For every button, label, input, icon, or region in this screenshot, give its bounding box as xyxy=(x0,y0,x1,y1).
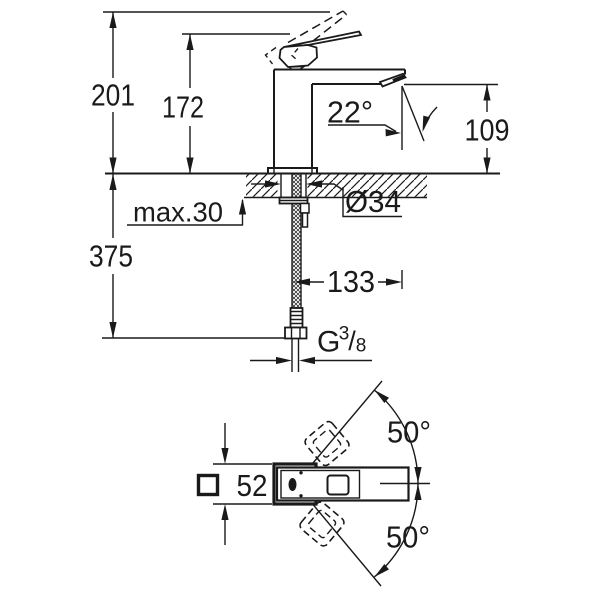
lever-raised-dashed xyxy=(264,10,347,65)
label-counter-thickness: max.30 xyxy=(133,197,223,228)
label-aerator-angle: 22° xyxy=(327,95,373,130)
label-thread-slash: / xyxy=(348,326,356,356)
label-spout-tip-height: 172 xyxy=(162,90,204,125)
fixing-stud xyxy=(301,212,309,228)
dim-below-counter-length: 375 xyxy=(89,174,286,339)
cartridge-slot xyxy=(288,478,297,491)
label-thread-denominator: 8 xyxy=(356,336,367,357)
fixing-stud-nut xyxy=(299,202,310,214)
countertop-hatch-left xyxy=(246,174,278,197)
dim-swivel-angles: 50° 50° xyxy=(312,380,431,587)
shank-and-hose xyxy=(278,173,310,372)
aerator xyxy=(378,72,407,88)
dim-spout-offset: 133 xyxy=(294,264,403,299)
countertop-section xyxy=(105,172,500,199)
dim-overall-height: 201 xyxy=(91,11,330,174)
faucet-body xyxy=(267,68,407,175)
label-thread-numerator: 3 xyxy=(339,324,350,345)
pivot-dot-top xyxy=(299,471,303,475)
side-view: 201 172 22° 109 xyxy=(89,10,510,372)
label-swivel-down: 50° xyxy=(386,520,430,555)
dim-shank-diameter: Ø34 xyxy=(251,180,402,219)
countertop-hatch-right xyxy=(307,174,427,197)
label-swivel-up: 50° xyxy=(387,415,431,450)
flexible-hose-braid xyxy=(292,174,301,308)
handle-cap-square xyxy=(326,474,350,496)
label-overall-height: 201 xyxy=(91,78,135,113)
dim-spout-height: 109 xyxy=(404,83,510,174)
thread-nipple xyxy=(291,338,300,372)
handle-rotated-up-dashed xyxy=(304,420,350,467)
label-spout-height: 109 xyxy=(465,113,510,148)
square-symbol xyxy=(196,473,220,497)
label-shank-diameter: Ø34 xyxy=(345,184,401,219)
top-view: 52 50° 50° xyxy=(196,380,431,587)
hose-hex-nut xyxy=(284,326,308,340)
handle-rotated-down-dashed xyxy=(299,501,345,547)
label-spout-offset: 133 xyxy=(327,264,375,299)
dim-counter-thickness: max.30 xyxy=(127,197,247,228)
dim-thread-size: G 3 / 8 xyxy=(250,324,372,365)
label-thread-g: G xyxy=(317,326,340,359)
handle-inner-line xyxy=(280,469,361,499)
dim-aerator-angle: 22° xyxy=(327,85,438,150)
lever-handle xyxy=(278,30,363,71)
label-below-counter-length: 375 xyxy=(89,239,133,274)
pivot-dot-bottom xyxy=(299,494,303,498)
label-body-width: 52 xyxy=(237,468,268,503)
dim-body-width: 52 xyxy=(196,423,272,545)
dim-spout-tip-height: 172 xyxy=(162,33,290,174)
